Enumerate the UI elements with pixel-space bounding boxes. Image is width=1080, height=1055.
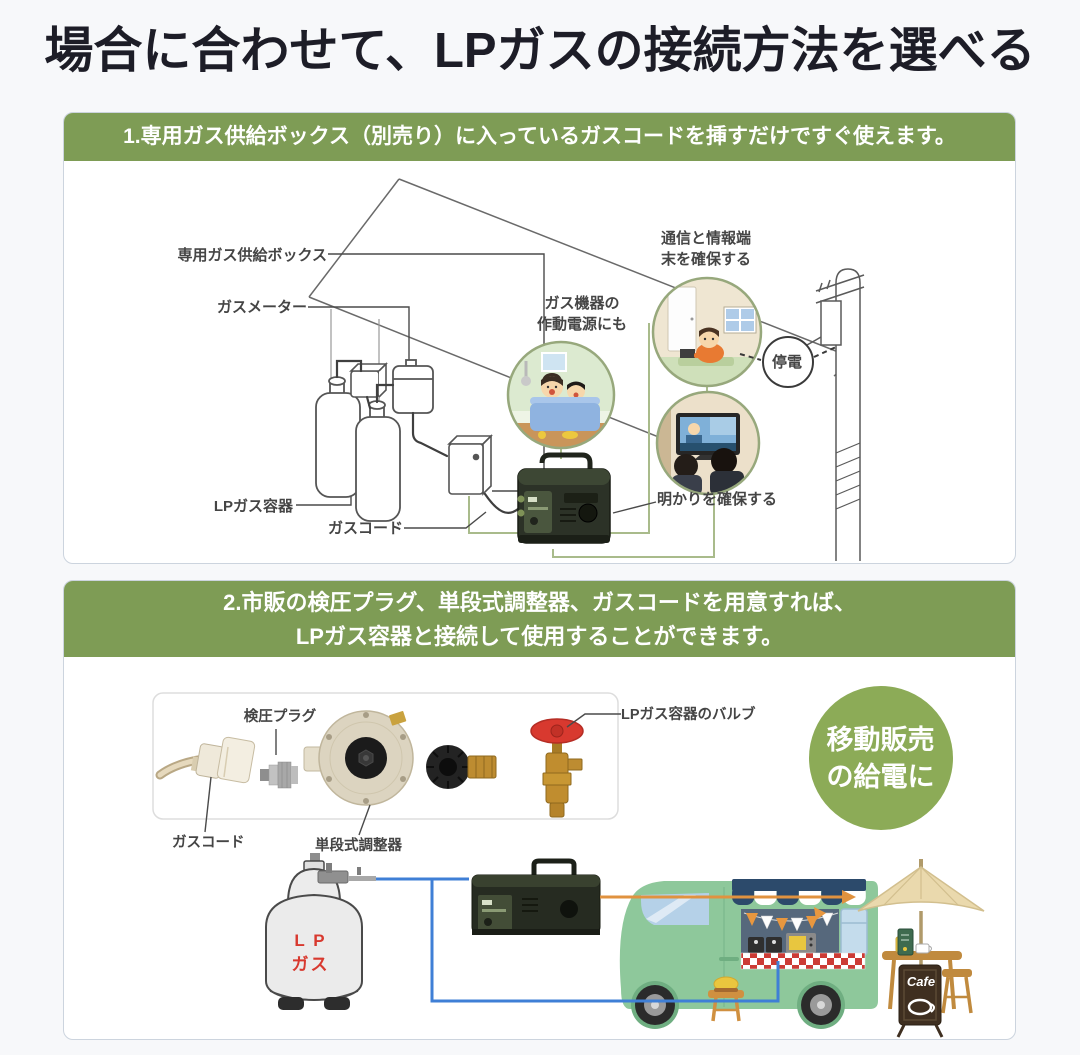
- scene-circle-window: [651, 276, 763, 388]
- blue-gas-line: [376, 877, 780, 1003]
- dashed-power-lines: [739, 346, 837, 361]
- regulator-part: [303, 710, 414, 806]
- parts-leader-lines: [204, 713, 621, 836]
- house-diagram: [296, 178, 865, 561]
- label-power-outage: 停電: [771, 354, 802, 371]
- orange-power-line: [600, 890, 856, 920]
- label-gas-cord-2: ガスコード: [172, 835, 245, 851]
- mobile-vending-circle: [809, 686, 953, 830]
- label-pressure-plug: 検圧プラグ: [243, 709, 317, 725]
- parts-strip: [152, 692, 621, 836]
- scene-circle-bath: [506, 340, 616, 450]
- food-truck: [619, 879, 878, 1029]
- connection-diagram: [152, 686, 985, 1038]
- label-regulator: 単段式調整器: [315, 838, 402, 854]
- caption-appliance-power: ガス機器の 作動電源にも: [536, 295, 627, 333]
- page-title: 場合に合わせて、LPガスの接続方法を選べる: [44, 24, 1036, 78]
- lp-cylinders: [315, 376, 401, 522]
- generator-house: [517, 452, 611, 544]
- cafe-sign-text: Cafe: [906, 974, 936, 989]
- label-container-valve: LPガス容器のバルブ: [621, 707, 756, 723]
- scene-circle-tv: [655, 390, 761, 496]
- section1-header: 1.専用ガス供給ボックス（別売り）に入っているガスコードを挿すだけですぐ使えます…: [64, 113, 1015, 161]
- gas-pipes: [335, 359, 520, 514]
- caption-secure-comm: 通信と情報端 末を確保する: [660, 230, 751, 268]
- label-gas-meter: ガスメーター: [216, 299, 307, 316]
- gas-meter-drawing: [392, 359, 434, 414]
- generator-truck-scene: [471, 858, 601, 935]
- utility-pole: [775, 268, 865, 561]
- gas-cord-part: [155, 736, 256, 784]
- label-lp-container: LPガス容器: [213, 498, 293, 515]
- power-outage-circle: [762, 336, 814, 388]
- regulator-block: [349, 362, 388, 398]
- cafe-sign-board: [896, 964, 944, 1038]
- badge-mobile-vending: 移動販売 の給電に: [826, 725, 935, 792]
- bunting-flags: [743, 912, 839, 932]
- section2-panel: 2.市販の検圧プラグ、単段式調整器、ガスコードを用意すれば、 LPガス容器と接続…: [63, 580, 1016, 1040]
- knob-and-fitting-part: [426, 745, 497, 789]
- awning: [732, 879, 866, 905]
- label-gas-cord-1: ガスコード: [328, 520, 404, 537]
- container-valve-part: [530, 718, 584, 818]
- lp-tank-drawing: [265, 853, 376, 1010]
- caption-secure-light: 明かりを確保する: [656, 491, 777, 508]
- section1-panel: 1.専用ガス供給ボックス（別売り）に入っているガスコードを挿すだけですぐ使えます…: [63, 112, 1016, 564]
- section2-header: 2.市販の検圧プラグ、単段式調整器、ガスコードを用意すれば、 LPガス容器と接続…: [64, 581, 1015, 657]
- label-supply-box: 専用ガス供給ボックス: [177, 247, 327, 264]
- pressure-plug-part: [260, 761, 298, 789]
- lp-tank-text: L P ガス: [291, 931, 330, 974]
- gas-supply-box-drawing: [447, 434, 493, 496]
